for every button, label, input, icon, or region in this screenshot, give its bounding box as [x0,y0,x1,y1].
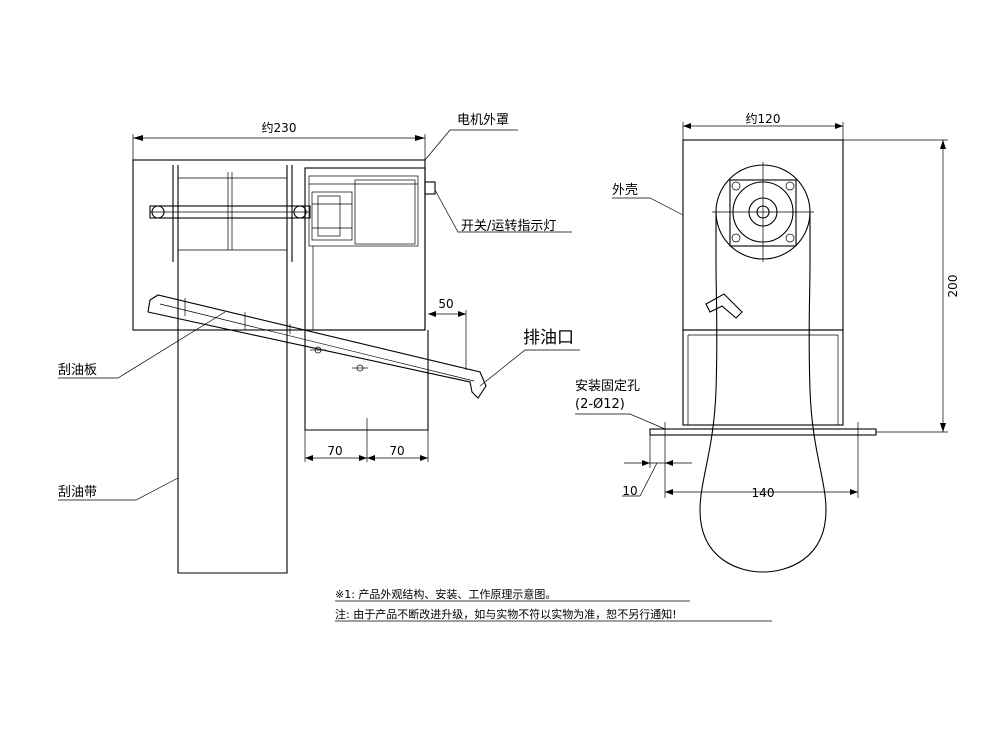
dim-front-width [132,134,426,160]
leader-switch [434,189,572,233]
dim-base [304,418,429,462]
front-view: 约230 50 70 70 电机外罩 开关/运转指示灯 [58,113,580,574]
dim-side-height-label: 200 [946,275,960,298]
dim-hole-edge-label: 10 [622,484,637,498]
label-scraper-plate: 刮油板 [58,363,97,378]
leader-motor-cover [424,129,518,161]
dim-front-width-label: 约230 [262,120,297,135]
side-view: 约120 200 140 10 [575,111,960,573]
bolt-icon [731,181,741,191]
side-oil-spout [705,293,743,319]
bolt-icon [785,233,795,243]
label-mount-hole: 安装固定孔 [575,379,640,394]
dim-hole-span [664,442,859,498]
label-mount-hole-spec: (2-Ø12) [575,397,625,412]
dim-hole-span-label: 140 [752,486,775,500]
base-plate [649,428,877,436]
dim-outlet-offset-label: 50 [438,297,453,311]
coupling-hub [317,195,341,237]
label-switch-light: 开关/运转指示灯 [461,219,556,234]
bolt-icon [785,181,795,191]
notes: ※1: 产品外观结构、安装、工作原理示意图。 注: 由于产品不断改进升级，如与实… [335,587,772,622]
leader-belt [58,477,179,501]
dim-side-width-label: 约120 [746,111,781,126]
base-box [304,330,429,431]
motor-coupling [311,191,353,241]
leader-scraper [58,311,226,379]
label-housing: 外壳 [612,183,638,198]
side-lower-frame [682,329,844,426]
label-motor-cover: 电机外罩 [457,113,509,128]
dim-outlet-offset [428,310,467,370]
dim-base-left-label: 70 [327,444,342,458]
leader-housing [612,197,684,216]
motor-core [354,179,416,245]
dim-hole-edge [622,435,692,497]
label-oil-outlet: 排油口 [523,328,574,348]
switch-indicator-icon [424,181,436,195]
dim-side-width [682,122,844,140]
label-belt: 刮油带 [58,485,97,500]
front-housing [132,159,426,331]
belt-drum [149,165,311,262]
motor-body [308,175,419,247]
motor-cover-outline [304,167,426,331]
scraper-plate-shape [147,294,487,399]
side-belt-loop [699,212,827,573]
dim-base-right-label: 70 [389,444,404,458]
leader-mount-hole [575,413,666,430]
note-line-2: 注: 由于产品不断改进升级，如与实物不符以实物为准，恕不另行通知! [335,607,677,621]
note-line-1: ※1: 产品外观结构、安装、工作原理示意图。 [335,587,556,601]
oil-belt [177,262,288,574]
bolt-icon [731,233,741,243]
leader-outlet [479,349,580,387]
dim-side-height [843,139,948,433]
